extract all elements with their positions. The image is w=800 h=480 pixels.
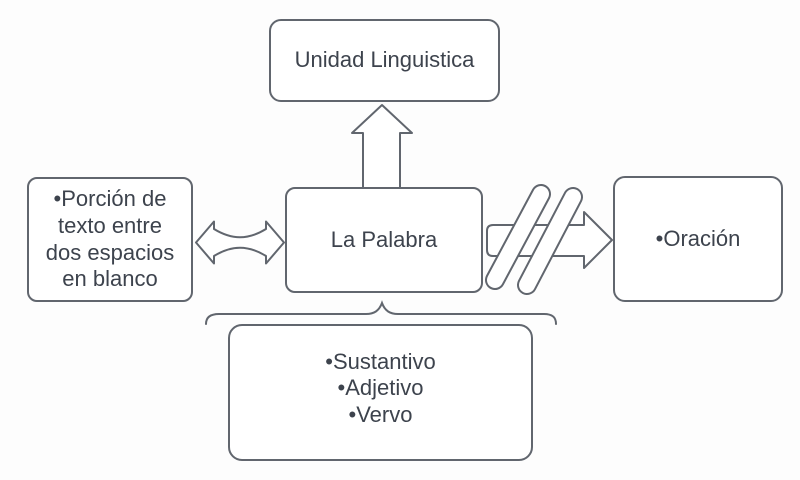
slash-bar-fill xyxy=(487,186,549,288)
up-block-arrow-icon xyxy=(351,104,413,197)
node-categorias-label: •Sustantivo •Adjetivo •Vervo xyxy=(325,348,436,427)
slash-bar-fill xyxy=(519,189,581,293)
node-la-palabra: La Palabra xyxy=(285,187,483,293)
node-definicion-label: •Porción de texto entre dos espacios en … xyxy=(45,186,175,292)
left-right-block-arrow-icon xyxy=(195,220,285,265)
node-oracion-label: •Oración xyxy=(655,225,741,251)
node-unidad-linguistica-label: Unidad Linguistica xyxy=(294,47,475,73)
node-categorias: •Sustantivo •Adjetivo •Vervo xyxy=(228,324,533,461)
node-oracion: •Oración xyxy=(613,176,783,302)
double-slash-icon xyxy=(485,184,583,295)
node-la-palabra-label: La Palabra xyxy=(330,226,438,252)
curly-brace-icon xyxy=(205,300,557,325)
node-unidad-linguistica: Unidad Linguistica xyxy=(269,19,500,102)
node-definicion: •Porción de texto entre dos espacios en … xyxy=(27,177,193,302)
